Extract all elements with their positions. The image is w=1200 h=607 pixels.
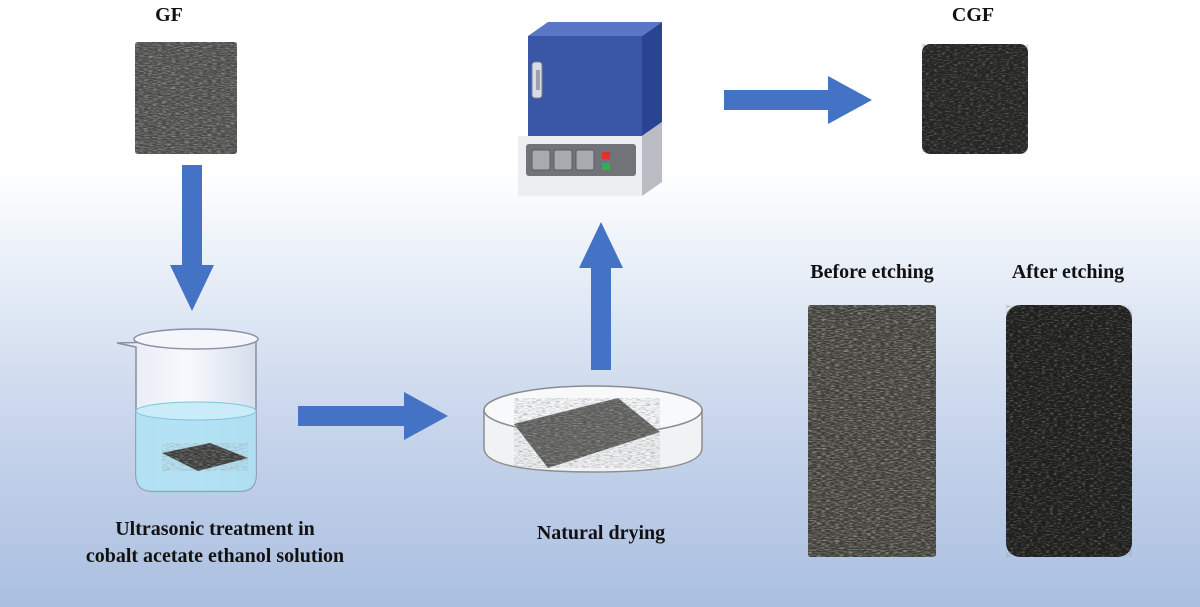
arrow-right-icon [298, 392, 450, 440]
petri-dish-icon [478, 380, 708, 480]
arrow-down-icon [170, 165, 216, 313]
before-etching-label: Before etching [810, 261, 934, 284]
after-etching-label: After etching [1012, 261, 1124, 284]
ultrasonic-label-line2: cobalt acetate ethanol solution [60, 543, 370, 570]
natural-drying-label: Natural drying [537, 522, 665, 545]
arrow-up-icon [579, 222, 625, 370]
cgf-label: CGF [952, 4, 994, 27]
furnace-icon [514, 14, 668, 196]
before-etching-sample-image [808, 305, 936, 557]
arrow-right-icon [724, 76, 874, 124]
after-etching-sample-image [1006, 305, 1132, 557]
ultrasonic-label: Ultrasonic treatment in cobalt acetate e… [60, 516, 370, 570]
gf-sample-image [135, 42, 237, 154]
beaker-icon [112, 325, 272, 497]
gf-label: GF [155, 4, 183, 27]
ultrasonic-label-line1: Ultrasonic treatment in [60, 516, 370, 543]
cgf-sample-image [922, 44, 1028, 154]
